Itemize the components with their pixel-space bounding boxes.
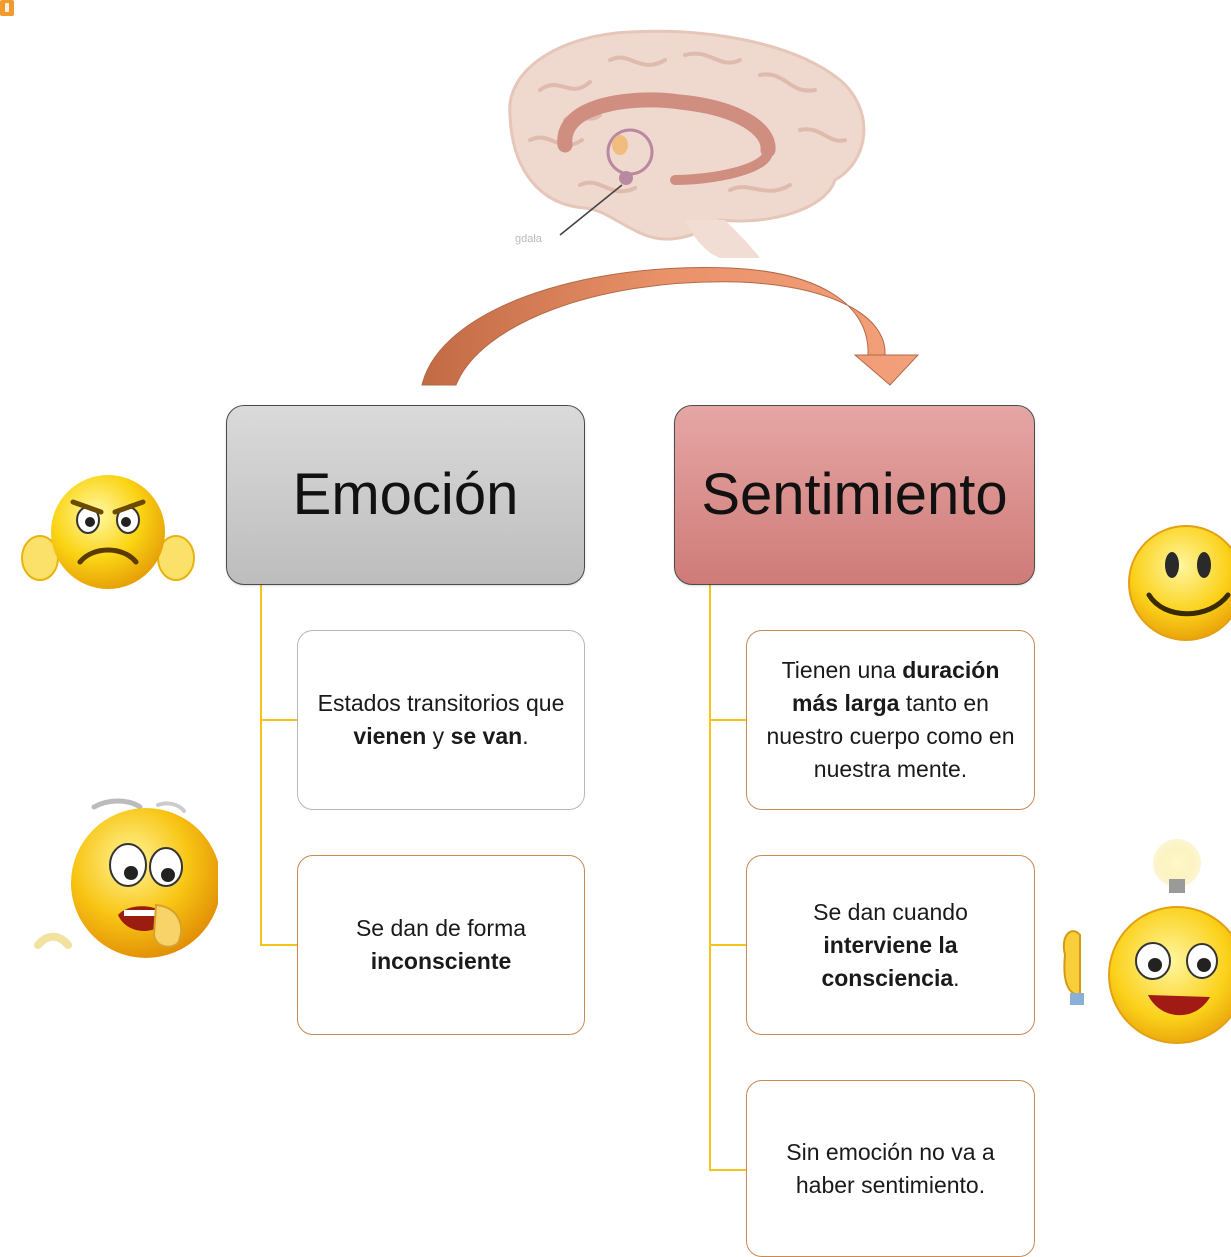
emocion-item-2-text-part-1: inconsciente	[370, 948, 512, 974]
sentimiento-item-2: Se dan cuando interviene la consciencia.	[746, 855, 1035, 1035]
sentimiento-item-2-text-part-2: .	[953, 964, 960, 991]
sentimiento-item-2-text-part-1: interviene la consciencia	[821, 931, 958, 991]
emocion-header: Emoción	[226, 405, 585, 585]
sentimiento-connector-3	[709, 1169, 746, 1171]
emocion-item-2-text: Se dan de forma inconsciente	[310, 912, 572, 978]
angry-emoji-icon	[21, 475, 195, 589]
emocion-item-2-text-part-0: Se dan de forma	[355, 915, 527, 941]
emocion-connector-1	[260, 719, 297, 721]
sentimiento-item-1-text: Tienen una duración más larga tanto en n…	[759, 654, 1022, 786]
brain-icon: gdala	[508, 29, 866, 258]
emocion-title: Emoción	[292, 462, 519, 527]
idea-emoji-icon	[1062, 839, 1231, 1044]
emocion-item-1-text-part-1: vienen	[353, 723, 427, 749]
sentimiento-item-1-text-part-0: Tienen una	[781, 657, 903, 683]
brain-caption: gdala	[515, 233, 543, 245]
brain-illustration: gdala	[508, 29, 866, 258]
emocion-connector-2	[260, 944, 297, 946]
corner-mark-icon	[0, 0, 14, 16]
sentimiento-item-3-text-part-0: Sin emoción no va a haber sentimiento.	[786, 1138, 995, 1198]
emocion-item-1-text-part-4: .	[522, 723, 529, 749]
emocion-item-2: Se dan de forma inconsciente	[297, 855, 585, 1035]
sentimiento-item-1-text-part-2: tanto en nuestro cuerpo como en nuestra …	[766, 690, 1015, 782]
sentimiento-item-2-text: Se dan cuando interviene la consciencia.	[759, 896, 1022, 995]
emocion-item-1-text-part-3: se van	[450, 723, 523, 749]
smiling-emoji-icon	[1128, 525, 1231, 641]
emocion-item-1-text-part-0: Estados transitorios que	[317, 690, 565, 716]
emocion-item-1-text-part-2: y	[426, 723, 451, 749]
sentimiento-item-3: Sin emoción no va a haber sentimiento.	[746, 1080, 1035, 1257]
emocion-item-1-text: Estados transitorios que vienen y se van…	[310, 687, 572, 753]
sentimiento-connector-1	[709, 719, 746, 721]
curved-arrow	[421, 267, 920, 386]
sentimiento-item-2-text-part-0: Se dan cuando	[813, 898, 968, 925]
curved-arrow-icon	[421, 267, 920, 386]
emocion-connector-vertical	[260, 585, 262, 945]
sentimiento-connector-2	[709, 944, 746, 946]
emocion-item-1: Estados transitorios que vienen y se van…	[297, 630, 585, 810]
sentimiento-connector-vertical	[709, 585, 711, 1170]
sentimiento-item-3-text: Sin emoción no va a haber sentimiento.	[759, 1136, 1022, 1202]
sentimiento-item-1: Tienen una duración más larga tanto en n…	[746, 630, 1035, 810]
sentimiento-title: Sentimiento	[701, 462, 1008, 527]
sentimiento-header: Sentimiento	[674, 405, 1035, 585]
scared-emoji-icon	[34, 798, 218, 958]
sentimiento-item-1-text-part-1: duración más larga	[792, 657, 1000, 716]
